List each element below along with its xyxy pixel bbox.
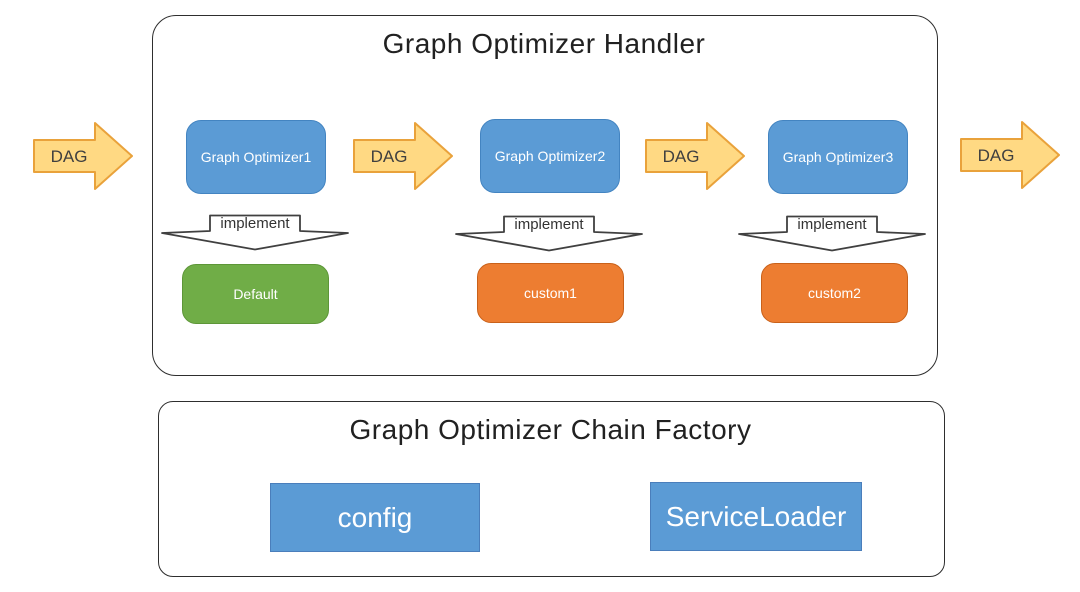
right-arrow-icon: DAG	[960, 121, 1060, 189]
right-arrow-icon: DAG	[353, 122, 453, 190]
down-arrow-callout-icon: implement	[161, 214, 349, 251]
implementation-box-custom2: custom2	[761, 263, 908, 323]
optimizer-box-1: Graph Optimizer1	[186, 120, 326, 194]
dag-label: DAG	[978, 146, 1015, 165]
right-arrow-icon: DAG	[645, 122, 745, 190]
implementation-box-custom1: custom1	[477, 263, 624, 323]
down-arrow-callout-icon: implement	[738, 215, 926, 252]
implement-label: implement	[797, 216, 867, 233]
dag-arrow-exit: DAG	[960, 121, 1060, 189]
optimizer-box-2: Graph Optimizer2	[480, 119, 620, 193]
implementation-label: custom2	[808, 285, 861, 301]
optimizer-label: Graph Optimizer2	[494, 148, 606, 164]
down-arrow-callout-icon: implement	[455, 215, 643, 252]
factory-title: Graph Optimizer Chain Factory	[349, 414, 752, 445]
optimizer-box-3: Graph Optimizer3	[768, 120, 908, 194]
serviceloader-box: ServiceLoader	[650, 482, 862, 551]
dag-arrow-2: DAG	[645, 122, 745, 190]
config-label: config	[337, 501, 413, 533]
dag-label: DAG	[51, 147, 88, 166]
handler-title: Graph Optimizer Handler	[382, 28, 706, 59]
serviceloader-label: ServiceLoader	[665, 500, 847, 532]
config-box: config	[270, 483, 480, 552]
implementation-label: custom1	[524, 285, 577, 301]
right-arrow-icon: DAG	[33, 122, 133, 190]
implement-label: implement	[514, 216, 584, 233]
implement-arrow-1: implement	[160, 214, 350, 251]
dag-arrow-1: DAG	[353, 122, 453, 190]
implementation-label: Default	[233, 286, 278, 302]
implement-label: implement	[220, 215, 290, 232]
optimizer-label: Graph Optimizer1	[200, 149, 312, 165]
implement-arrow-3: implement	[737, 215, 927, 252]
dag-arrow-entry: DAG	[33, 122, 133, 190]
dag-label: DAG	[663, 147, 700, 166]
optimizer-label: Graph Optimizer3	[782, 149, 894, 165]
implement-arrow-2: implement	[454, 215, 644, 252]
dag-label: DAG	[371, 147, 408, 166]
implementation-box-default: Default	[182, 264, 329, 324]
